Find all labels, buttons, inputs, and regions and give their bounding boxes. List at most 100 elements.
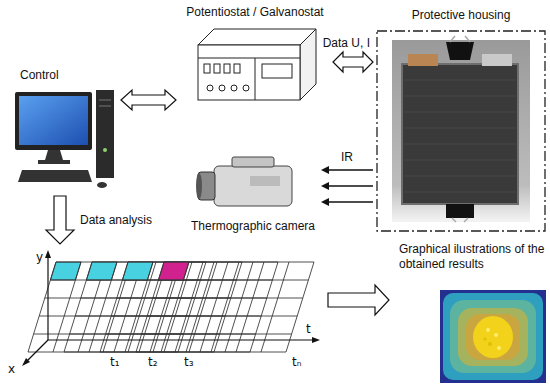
thermal-image-part <box>443 293 543 380</box>
arrowhead <box>321 166 329 174</box>
down-arrow <box>46 196 74 244</box>
computer-icon-part <box>96 90 114 178</box>
potentiostat-icon-part <box>198 29 316 45</box>
thermal-image-part <box>486 328 490 332</box>
axis-label: x <box>8 362 15 376</box>
data-grid-illustration-part-part <box>136 262 314 352</box>
device-label: Potentiostat / Galvanostat <box>186 5 323 19</box>
data-grid-illustration-part-part-part <box>100 262 278 352</box>
potentiostat-icon-part <box>243 85 249 91</box>
battery-photo-part <box>450 36 470 42</box>
thermal-image-part <box>458 308 528 366</box>
potentiostat-icon-part <box>300 29 316 100</box>
thermographic-camera-icon-part <box>250 176 280 186</box>
battery-photo-part <box>392 40 530 222</box>
potentiostat-icon-part <box>219 85 225 91</box>
control-label: Control <box>20 68 59 82</box>
axis-label: y <box>36 250 43 264</box>
signal-label: IR <box>339 150 355 164</box>
thermographic-camera-icon-part <box>232 157 274 167</box>
computer-icon-part <box>99 100 111 101</box>
potentiostat-icon-part <box>234 64 240 73</box>
computer-icon-part <box>15 92 92 150</box>
result-node: Graphical ilustrations of the obtained r… <box>395 240 547 385</box>
thermal-image-part <box>450 300 536 373</box>
battery-photo-part <box>446 42 474 60</box>
battery-photo-part <box>408 54 438 66</box>
housing-label: Protective housing <box>412 8 511 22</box>
potentiostat-icon <box>198 29 316 100</box>
arrowhead <box>321 198 329 206</box>
thermographic-camera-icon <box>196 157 292 206</box>
thermal-image-part <box>466 314 520 360</box>
data-grid-illustration-part <box>22 250 320 366</box>
data-grid-illustration-part-part <box>48 339 313 340</box>
axis-label: t <box>306 322 311 336</box>
arrowhead <box>321 182 329 190</box>
computer-node: Control <box>12 66 117 192</box>
data-grid-illustration-part-part <box>45 250 51 258</box>
battery-photo-part <box>452 218 468 222</box>
housing-box: Protective housing <box>376 30 546 232</box>
data-grid-illustration <box>22 250 320 366</box>
thermographic-camera-icon-part <box>196 173 202 199</box>
ir-arrow-line <box>328 185 373 186</box>
ir-arrow-line <box>328 169 373 170</box>
potentiostat-node: Potentiostat / Galvanostat <box>180 5 330 102</box>
computer-icon-part <box>19 96 88 145</box>
right-arrow <box>328 285 389 315</box>
potentiostat-icon-part <box>231 85 237 91</box>
thermal-image-part <box>440 290 546 383</box>
computer-icon-part <box>99 106 111 107</box>
dash-dot-border <box>377 31 545 231</box>
battery-photo-part <box>446 204 474 218</box>
data-grid-illustration-part-part <box>312 337 320 343</box>
data-grid-illustration-part-part <box>100 262 278 352</box>
axis-label: t₁ <box>110 355 120 369</box>
battery-photo <box>392 36 530 222</box>
thermal-image-part <box>488 342 492 346</box>
signal-label: Data U, I <box>321 36 372 50</box>
axis-label: tₙ <box>292 355 302 369</box>
housing-outline <box>376 30 546 232</box>
ir-arrow-line <box>328 201 373 202</box>
data-grid-illustration-part-part-part <box>136 262 314 352</box>
battery-photo-part <box>402 64 518 204</box>
data-grid-illustration-part-part <box>47 257 48 340</box>
computer-icon-part <box>103 148 107 152</box>
battery-photo-part <box>482 54 512 66</box>
potentiostat-icon-part <box>198 58 300 59</box>
computer-icon-part <box>18 170 92 182</box>
potentiostat-icon-part <box>262 64 292 78</box>
thermographic-camera-icon-part <box>214 166 292 206</box>
camera-label: Thermographic camera <box>191 219 315 233</box>
double-arrow <box>121 90 176 110</box>
camera-node: Thermographic camera <box>188 150 318 234</box>
battery-photo-part <box>404 80 516 192</box>
data-grid-illustration-part <box>28 262 314 352</box>
thermal-image-part <box>497 346 501 350</box>
potentiostat-icon-part <box>214 64 220 73</box>
potentiostat-icon-part <box>204 64 210 73</box>
computer-icon-part <box>38 160 70 164</box>
potentiostat-icon-part <box>224 64 230 73</box>
result-label: Graphical ilustrations of the obtained r… <box>399 242 545 272</box>
computer-icon-part <box>45 150 63 160</box>
thermal-image-part <box>473 316 513 358</box>
axis-label: t₂ <box>148 355 158 369</box>
potentiostat-icon-part <box>198 45 300 100</box>
thermal-image-part <box>494 333 498 337</box>
potentiostat-icon-part <box>255 58 256 100</box>
data-grid-illustration-part-part <box>22 358 30 366</box>
data-double-arrow <box>333 52 373 72</box>
thermal-image <box>440 290 546 383</box>
thermal-image-part <box>484 338 487 341</box>
potentiostat-icon-part <box>207 85 213 91</box>
computer-icon-part <box>97 182 107 188</box>
axis-label: t₃ <box>184 355 194 369</box>
